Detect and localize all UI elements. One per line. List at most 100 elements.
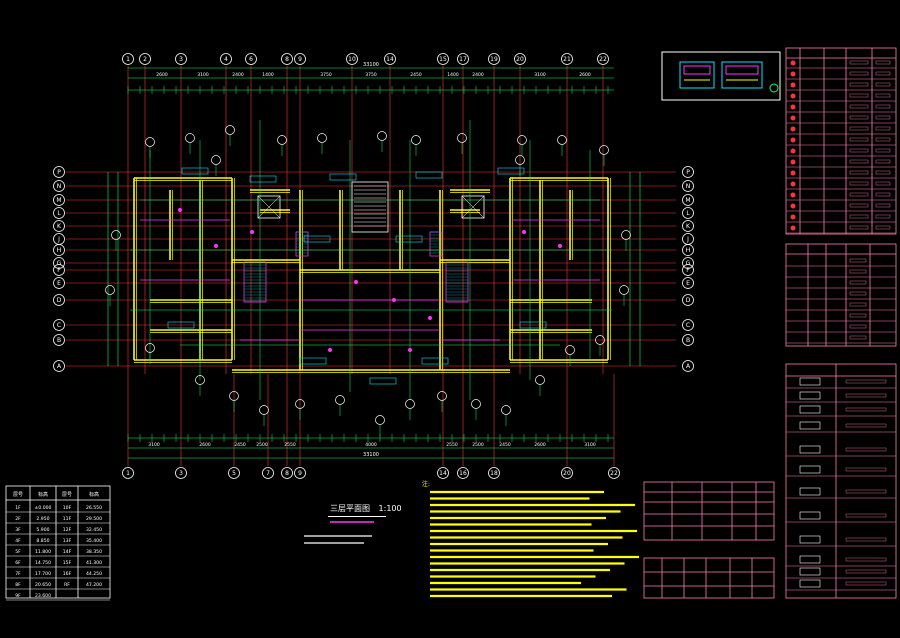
- plan-title-underline: [328, 516, 386, 517]
- fixture-bubble: [621, 230, 631, 240]
- legend-text-placeholder: [849, 192, 869, 197]
- room-tag: [181, 167, 209, 175]
- outlet-dot: [522, 230, 526, 234]
- legend-text-placeholder: [845, 581, 887, 586]
- legend-text-placeholder: [849, 170, 869, 175]
- legend-symbol: [790, 192, 796, 198]
- level-cell: 16F: [63, 571, 72, 577]
- dimension-value: 3750: [320, 72, 332, 78]
- legend-door-symbol: [799, 445, 821, 454]
- axis-label: F: [686, 267, 690, 274]
- legend-door-symbol: [799, 465, 821, 474]
- legend-text-placeholder: [875, 71, 891, 76]
- room-tags: [167, 167, 547, 385]
- room-tag: [421, 357, 449, 365]
- legend-text-placeholder: [849, 313, 867, 318]
- level-cell: 5F: [15, 549, 21, 555]
- fixture-bubble: [185, 133, 195, 143]
- axis-bubble: [53, 257, 65, 269]
- dimension-value: 2600: [199, 442, 211, 448]
- axis-bubble: [682, 207, 694, 219]
- legend-table-lighting: [785, 243, 897, 347]
- axis-bubble: [682, 277, 694, 289]
- legend-symbol: [790, 203, 796, 209]
- level-cell: ±0.000: [34, 505, 51, 511]
- legend-text-placeholder: [875, 60, 891, 65]
- legend-text-placeholder: [849, 104, 869, 109]
- axis-label: 1: [126, 56, 130, 63]
- level-cell: 14F: [63, 549, 72, 555]
- dimension-value: 2400: [232, 72, 244, 78]
- axis-bubble: [561, 53, 573, 65]
- axis-label: G: [57, 260, 62, 267]
- axis-label: F: [57, 267, 61, 274]
- level-cell: 5.900: [36, 527, 49, 533]
- axis-label: P: [57, 169, 61, 176]
- axis-label: P: [686, 169, 690, 176]
- legend-symbol: [790, 137, 796, 143]
- notes-text-block: [304, 490, 639, 598]
- legend-text-placeholder: [845, 569, 887, 574]
- legend-text-placeholder: [849, 302, 867, 307]
- axis-label: 9: [298, 470, 302, 477]
- axis-label: N: [686, 183, 691, 190]
- axis-bubble: [561, 467, 573, 479]
- fixture-bubble: [259, 405, 269, 415]
- stair-core: [257, 181, 485, 233]
- legend-text-placeholder: [849, 71, 869, 76]
- axis-bubble: [53, 294, 65, 306]
- plan-title-text: 三层平面图: [330, 504, 370, 513]
- legend-symbol: [790, 71, 796, 77]
- legend-door-symbol: [799, 377, 821, 386]
- room-tag: [519, 321, 547, 329]
- axis-label: 1: [126, 470, 130, 477]
- axis-bubble: [682, 244, 694, 256]
- axis-label: D: [57, 297, 62, 304]
- axis-label: 3: [179, 56, 183, 63]
- schedule-table-lower: [643, 557, 775, 599]
- outlet-dot: [428, 316, 432, 320]
- legend-text-placeholder: [875, 126, 891, 131]
- axis-label: 5: [232, 470, 236, 477]
- axis-bubble: [53, 207, 65, 219]
- axis-label: 22: [610, 470, 618, 477]
- outlet-dot: [408, 348, 412, 352]
- legend-text-placeholder: [875, 203, 891, 208]
- axis-bubble: [53, 244, 65, 256]
- dimension-value: 2600: [579, 72, 591, 78]
- room-tag: [299, 357, 327, 365]
- outlet-dot: [354, 280, 358, 284]
- level-cell: 11.800: [35, 549, 51, 555]
- axis-label: 3: [179, 470, 183, 477]
- legend-text-placeholder: [875, 192, 891, 197]
- dimension-value: 3100: [584, 442, 596, 448]
- axis-bubble: [346, 53, 358, 65]
- outlet-dot: [392, 298, 396, 302]
- legend-text-placeholder: [849, 203, 869, 208]
- legend-text-placeholder: [845, 467, 887, 472]
- level-cell: 23.600: [35, 593, 51, 599]
- level-cell: 15F: [63, 560, 72, 566]
- axis-label: H: [57, 247, 62, 254]
- axis-label: 18: [490, 470, 498, 477]
- dimension-value: 2450: [234, 442, 246, 448]
- axis-bubble: [220, 53, 232, 65]
- axis-bubble: [597, 53, 609, 65]
- stair: [351, 181, 389, 233]
- dimension-value: 2500: [472, 442, 484, 448]
- axis-bubble: [175, 467, 187, 479]
- axis-label: H: [686, 247, 691, 254]
- level-cell: 35.400: [86, 538, 102, 544]
- legend-text-placeholder: [849, 148, 869, 153]
- dimension-value: 3750: [365, 72, 377, 78]
- level-cell: 2F: [15, 516, 21, 522]
- level-cell: 20.650: [35, 582, 51, 588]
- level-cell: 47.200: [86, 582, 102, 588]
- axis-label: 20: [563, 470, 571, 477]
- level-cell: 11F: [63, 516, 72, 522]
- legend-door-symbol: [799, 391, 821, 400]
- room-tag: [329, 173, 357, 181]
- level-header: 层号: [62, 492, 72, 498]
- dimension-value: 3100: [148, 442, 160, 448]
